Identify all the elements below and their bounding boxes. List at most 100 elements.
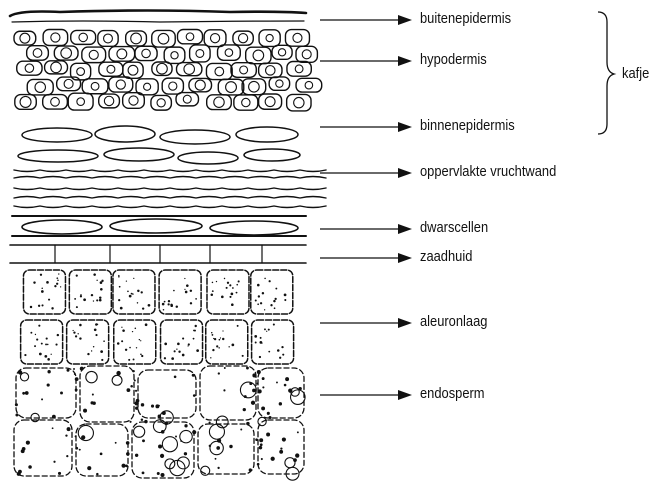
aleurone-grain: [45, 343, 47, 345]
hypodermis-lumen: [104, 34, 113, 43]
starch-dot: [75, 435, 77, 437]
aleurone-grain: [257, 303, 259, 305]
tissue-drawing: [10, 11, 326, 481]
starch-dot: [135, 454, 138, 457]
starch-dot: [52, 427, 54, 429]
starch-dot: [257, 382, 259, 384]
starch-dot: [255, 438, 258, 441]
starch-dot: [269, 416, 272, 419]
hypodermis-lumen: [142, 49, 151, 58]
starch-dot: [75, 447, 78, 450]
hypodermis-lumen: [157, 63, 168, 74]
label-aleuronlaag: aleuronlaag: [420, 313, 487, 331]
starch-dot: [285, 377, 289, 381]
aleurone-grain: [135, 328, 137, 330]
pericarp-lines: [14, 170, 326, 208]
hypodermis-lumen: [51, 62, 62, 73]
aleurone-grain: [47, 344, 49, 346]
starch-dot: [174, 376, 177, 379]
hypodermis-lumen: [89, 50, 98, 59]
starch-dot: [184, 424, 187, 427]
aleurone-grain: [224, 278, 225, 279]
aleurone-grain: [210, 357, 211, 358]
starch-dot: [217, 439, 221, 443]
endosperm-cell: [258, 368, 304, 418]
aleurone-grain: [182, 337, 184, 339]
aleurone-grain: [73, 331, 75, 333]
starch-dot: [160, 454, 164, 458]
aleurone-grain: [142, 307, 144, 309]
starch-dot: [142, 471, 145, 474]
starch-dot: [87, 466, 91, 470]
aleurone-grain: [99, 299, 102, 302]
label-arrows: [320, 15, 412, 400]
hypodermis-lumen: [117, 49, 127, 59]
aleurone-grain: [117, 342, 120, 345]
starch-dot: [259, 446, 263, 450]
arrow-endosperm: [320, 390, 412, 400]
aleurone-grain: [168, 303, 170, 305]
hypodermis-lumen: [158, 33, 169, 44]
aleurone-grain: [129, 347, 131, 349]
starch-dot: [15, 413, 18, 416]
starch-dot: [259, 438, 263, 442]
aleurone-grain: [282, 354, 284, 356]
hypodermis-lumen: [214, 97, 224, 107]
aleurone-grain: [273, 323, 275, 325]
aleurone-grain: [193, 338, 195, 340]
aleurone-grain: [48, 299, 50, 301]
aleurone-grain: [40, 274, 42, 276]
aleurone-grain: [261, 342, 262, 343]
hypodermis-lumen: [249, 81, 260, 92]
starch-dot: [60, 392, 63, 395]
cross-cell: [110, 219, 202, 233]
aleurone-grain: [219, 339, 221, 341]
starch-dot: [22, 392, 25, 395]
aleurone-grain: [171, 357, 174, 360]
aleurone-grain: [46, 281, 49, 284]
aleurone-grain: [57, 334, 59, 336]
hypodermis-lumen: [35, 82, 45, 92]
endosperm-cell: [258, 420, 304, 474]
hypodermis-lumen: [293, 33, 302, 42]
outer-epidermis-inner-line: [12, 21, 304, 22]
aleurone-cell: [206, 320, 248, 364]
starch-dot: [295, 453, 299, 457]
starch-dot: [158, 444, 162, 448]
aleurone-grain: [255, 299, 257, 301]
starch-dot: [157, 472, 160, 475]
hypodermis-cell: [109, 77, 133, 92]
starch-dot: [116, 371, 120, 375]
aleurone-grain: [195, 298, 197, 300]
inner-epidermis-cell: [104, 148, 174, 161]
aleurone-grain: [162, 303, 165, 306]
aleurone-grain: [227, 282, 229, 284]
aleurone-grain: [284, 294, 287, 297]
aleurone-grain: [137, 302, 138, 303]
pericarp-line: [14, 197, 326, 199]
starch-dot: [192, 374, 195, 377]
hypodermis-lumen: [226, 82, 237, 93]
aleurone-cell: [69, 270, 111, 314]
starch-dot: [209, 422, 211, 424]
starch-dot: [217, 467, 219, 469]
hypodermis-lumen: [186, 33, 194, 41]
aleurone-grain: [44, 355, 47, 358]
aleurone-grain: [168, 300, 170, 302]
label-binnenepidermis: binnenepidermis: [420, 117, 515, 135]
arrow-binnenepidermis: [320, 122, 412, 132]
aleurone-grain: [131, 293, 133, 295]
aleurone-grain: [122, 329, 125, 332]
starch-dot: [223, 389, 225, 391]
aleurone-grain: [101, 280, 103, 282]
aleurone-grain: [120, 307, 123, 310]
starch-dot: [126, 441, 130, 445]
aleurone-grain: [99, 297, 101, 299]
cross-cell: [210, 221, 298, 235]
starch-dot: [67, 427, 71, 431]
starch-dot: [41, 398, 43, 400]
starch-dot: [92, 394, 94, 396]
aleurone-grain: [121, 327, 122, 328]
starch-dot: [249, 468, 252, 471]
hypodermis-lumen: [215, 67, 224, 76]
